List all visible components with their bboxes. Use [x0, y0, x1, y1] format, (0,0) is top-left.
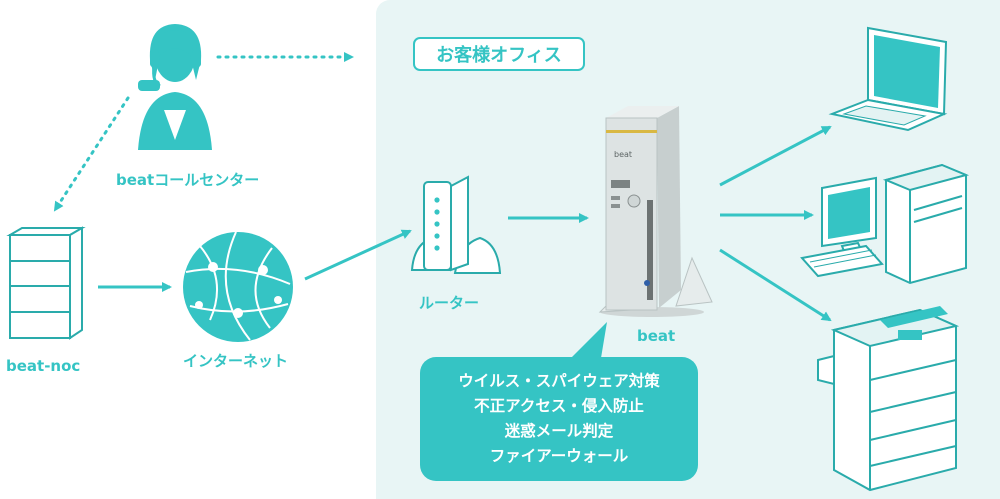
arrow-beat-printer — [719, 248, 832, 322]
noc-server-icon — [6, 226, 86, 340]
operator-icon — [138, 24, 212, 150]
security-features-callout: ウイルス・スパイウェア対策 不正アクセス・侵入防止 迷惑メール判定 ファイアーウ… — [420, 357, 698, 481]
internet-label: インターネット — [183, 352, 289, 370]
arrow-internet-router — [304, 229, 412, 281]
feature-spam-filter: 迷惑メール判定 — [504, 422, 614, 440]
laptop-icon — [828, 26, 948, 132]
desktop-computer-icon — [800, 163, 970, 285]
noc-label: beat-noc — [6, 357, 81, 375]
router-icon — [410, 175, 502, 274]
printer-icon — [817, 306, 960, 492]
router-label: ルーター — [419, 294, 480, 312]
feature-intrusion-prevention: 不正アクセス・侵入防止 — [474, 397, 644, 415]
bubble-pointer — [565, 322, 607, 364]
beat-brand-mark: beat — [614, 150, 633, 159]
dotted-link-callcenter-noc — [53, 96, 130, 212]
call-center-label: beatコールセンター — [116, 171, 260, 189]
office-label: お客様オフィス — [413, 37, 585, 71]
arrow-beat-laptop — [719, 125, 832, 187]
feature-firewall: ファイアーウォール — [489, 447, 629, 465]
beat-label: beat — [637, 327, 676, 345]
beat-appliance — [598, 106, 713, 317]
internet-globe-icon — [183, 231, 293, 342]
feature-antivirus: ウイルス・スパイウェア対策 — [458, 372, 660, 390]
